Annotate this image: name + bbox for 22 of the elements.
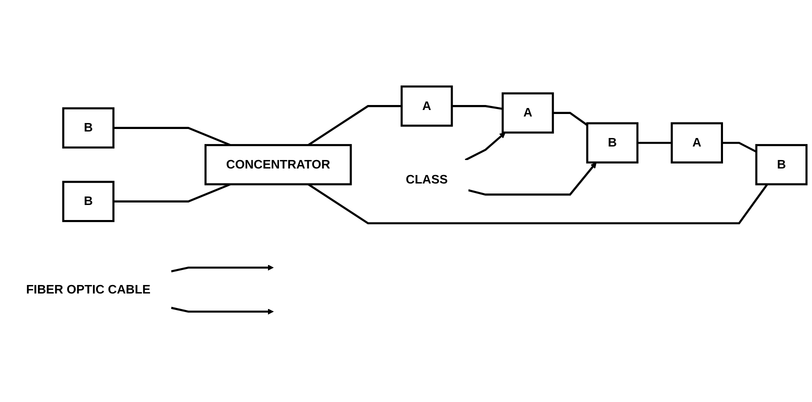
- connector: [722, 141, 757, 152]
- node-box: A: [400, 85, 453, 126]
- arrow: [170, 306, 274, 314]
- node-box: A: [670, 122, 723, 164]
- node-box: A: [502, 92, 554, 134]
- node-box: B: [755, 144, 808, 185]
- connector: [308, 182, 768, 224]
- node-box: CONCENTRATOR: [204, 144, 352, 185]
- node-text: FIBER OPTIC CABLE: [26, 282, 151, 296]
- node-text: CLASS: [406, 172, 448, 186]
- connector: [113, 182, 231, 202]
- node-box: B: [62, 180, 114, 222]
- connector: [308, 104, 402, 146]
- arrow: [464, 132, 506, 160]
- connector: [452, 104, 503, 110]
- connector: [552, 111, 588, 126]
- node-box: B: [62, 106, 114, 148]
- connector: [637, 141, 672, 144]
- connector: [113, 126, 231, 146]
- arrow: [170, 264, 274, 272]
- arrow: [468, 162, 597, 196]
- node-box: B: [586, 122, 638, 164]
